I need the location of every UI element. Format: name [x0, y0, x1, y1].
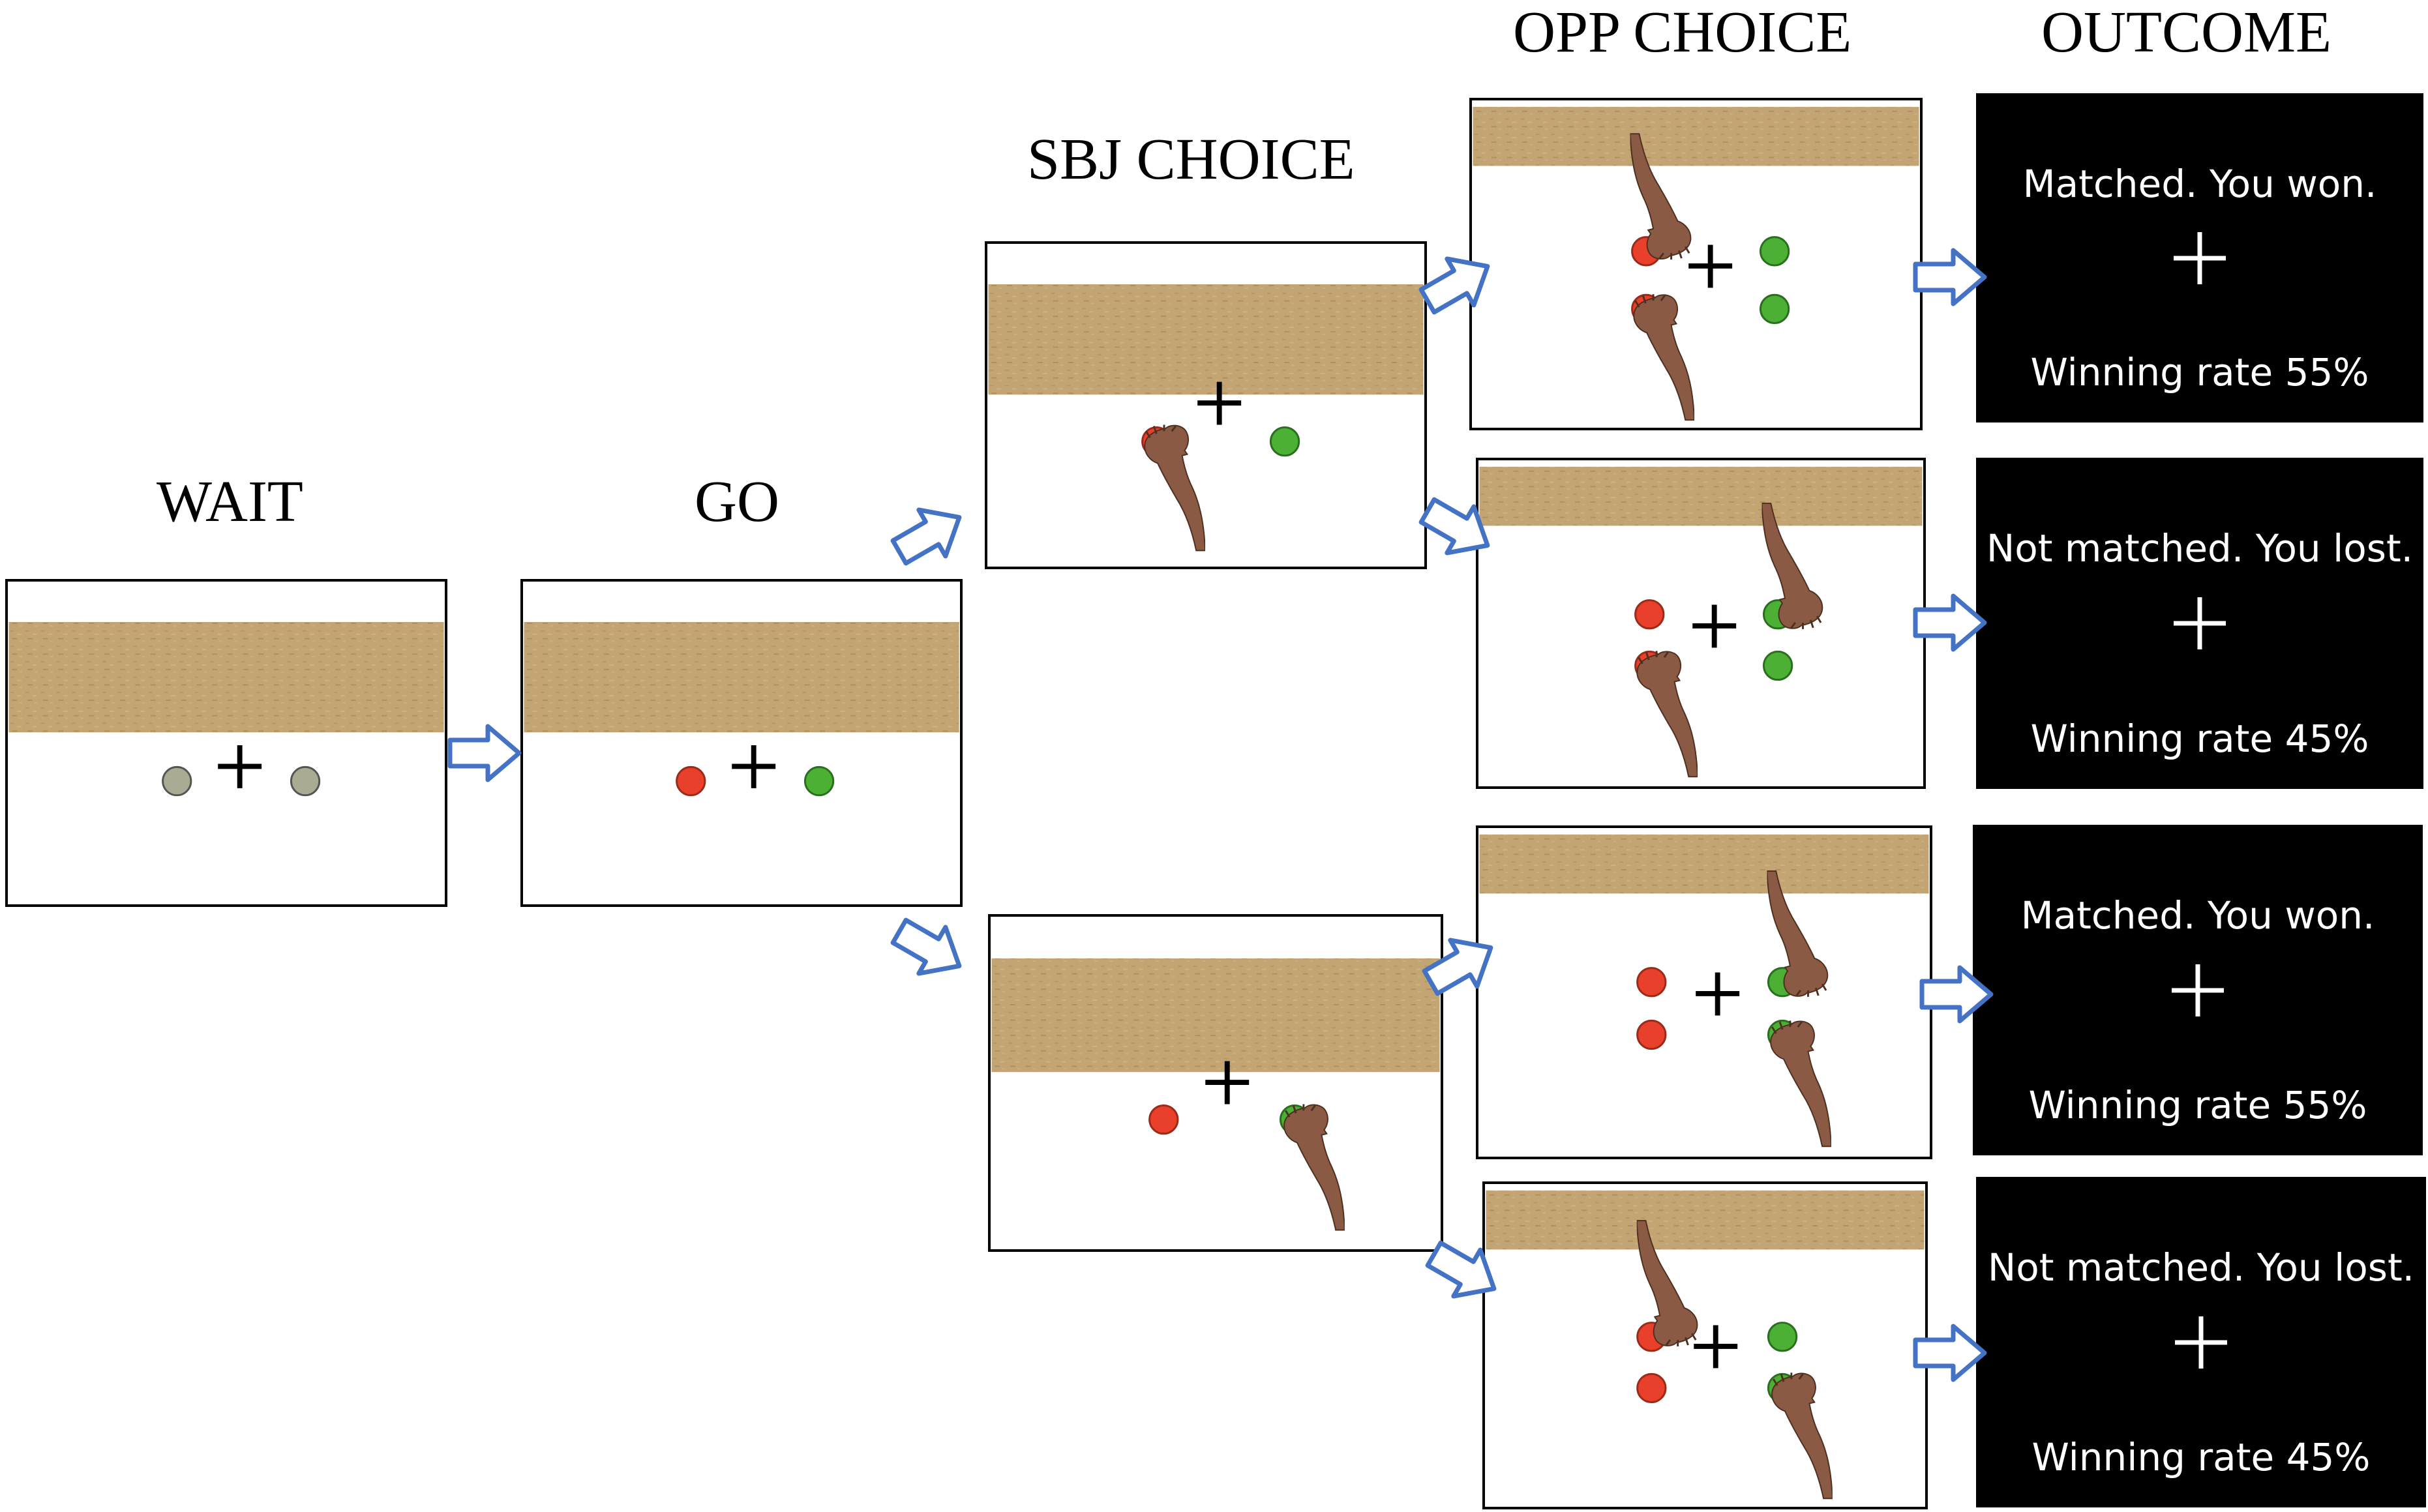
sbj-choice-panel-red [985, 241, 1427, 569]
fixation-cross-icon [1694, 1325, 1738, 1369]
table-top [1479, 466, 1923, 526]
fixation-cross-icon [2175, 1316, 2227, 1369]
opp-choice-panel-1 [1469, 98, 1923, 430]
stage-label-outcome: OUTCOME [2041, 0, 2331, 65]
opp-choice-panel-4 [1482, 1181, 1928, 1509]
table-top [1473, 106, 1919, 166]
fixation-cross-icon [1205, 1061, 1250, 1104]
arrow-right-icon [890, 507, 962, 566]
table-top [988, 284, 1424, 395]
outcome-message: Not matched. You lost. [1987, 1245, 2415, 1290]
hand-icon [1636, 649, 1698, 778]
arrow-right-icon [1913, 248, 1987, 306]
stage-label-go: GO [695, 469, 779, 534]
opp-choice-panel-3 [1476, 825, 1932, 1159]
hand-icon [1143, 424, 1206, 552]
outcome-panel-1: Matched. You won. Winning rate 55% [1976, 93, 2423, 422]
fixation-cross-icon [1692, 604, 1737, 648]
hand-icon [1283, 1103, 1345, 1231]
table-top [524, 621, 959, 733]
winning-rate: Winning rate 45% [2031, 1435, 2371, 1479]
fixation-cross-icon [1197, 381, 1242, 425]
table-top [991, 958, 1440, 1073]
outcome-panel-2: Not matched. You lost. Winning rate 45% [1976, 458, 2423, 789]
go-panel [520, 579, 963, 907]
green-ball [1759, 236, 1790, 267]
arrow-right-icon [1418, 256, 1490, 315]
hand-icon [1769, 1019, 1831, 1148]
green-ball [1762, 650, 1793, 681]
green-ball [803, 765, 835, 797]
winning-rate: Winning rate 45% [2030, 717, 2369, 761]
sbj-choice-panel-green [988, 914, 1443, 1252]
fixation-cross-icon [218, 745, 262, 788]
outcome-message: Matched. You won. [2020, 893, 2375, 938]
fixation-cross-icon [2174, 597, 2226, 649]
fixation-cross-icon [1696, 972, 1740, 1016]
fixation-cross-icon [1688, 245, 1733, 288]
outcome-message: Not matched. You lost. [1986, 526, 2414, 571]
red-ball [1636, 1019, 1667, 1050]
gray-ball-right [290, 765, 321, 797]
winning-rate: Winning rate 55% [2030, 350, 2369, 394]
table-top [1486, 1190, 1925, 1250]
fixation-cross-icon [2174, 231, 2226, 284]
stage-label-sbj-choice: SBJ CHOICE [1027, 127, 1355, 192]
red-ball [676, 765, 706, 797]
opp-choice-panel-2 [1476, 458, 1926, 789]
hand-icon [1632, 293, 1695, 421]
table-top [1479, 834, 1929, 894]
arrow-right-icon [1425, 1240, 1497, 1299]
arrow-right-icon [1913, 593, 1987, 652]
outcome-message: Matched. You won. [2022, 162, 2377, 206]
fixation-cross-icon [732, 745, 776, 788]
arrow-right-icon [1913, 1324, 1987, 1382]
table-top [8, 621, 444, 733]
green-ball [1759, 293, 1790, 325]
arrow-right-icon [447, 724, 522, 782]
green-ball [1269, 426, 1300, 457]
arrow-right-icon [890, 917, 962, 976]
red-ball [1636, 1372, 1667, 1404]
arrow-right-icon [1418, 497, 1490, 556]
wait-panel [5, 579, 447, 907]
stage-label-wait: WAIT [157, 469, 303, 534]
winning-rate: Winning rate 55% [2028, 1083, 2367, 1127]
red-ball [1636, 967, 1667, 998]
stage-label-opp-choice: OPP CHOICE [1513, 0, 1852, 65]
green-ball [1767, 1322, 1798, 1352]
outcome-panel-4: Not matched. You lost. Winning rate 45% [1976, 1177, 2426, 1507]
gray-ball-left [162, 765, 192, 797]
hand-icon [1771, 1371, 1833, 1500]
fixation-cross-icon [2172, 964, 2224, 1016]
arrow-right-icon [1919, 965, 1994, 1024]
outcome-panel-3: Matched. You won. Winning rate 55% [1973, 825, 2423, 1155]
red-ball [1148, 1104, 1179, 1135]
arrow-right-icon [1422, 938, 1493, 996]
red-ball [1634, 599, 1665, 630]
